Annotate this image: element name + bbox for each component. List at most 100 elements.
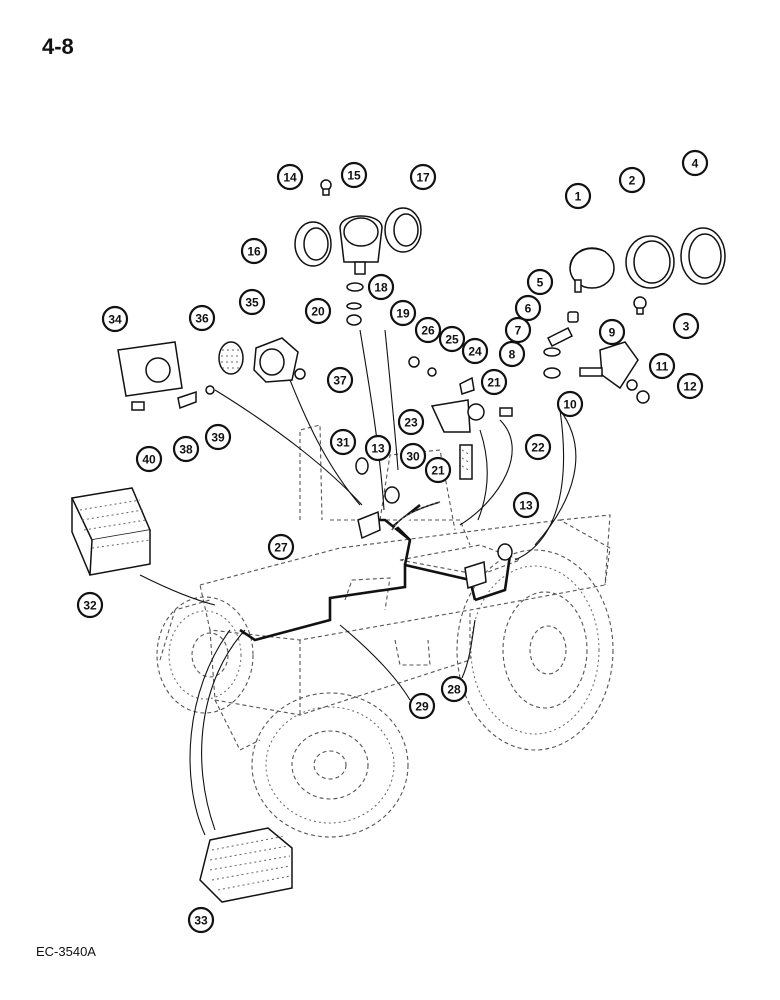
- lamp-bezel: [253, 337, 299, 383]
- callout-c29: 29: [408, 692, 436, 720]
- callout-c23: 23: [397, 408, 425, 436]
- callout-c13a: 13: [364, 434, 392, 462]
- callout-circle: [556, 390, 584, 418]
- callout-circle: [424, 456, 452, 484]
- callout-number: 36: [195, 312, 209, 326]
- callout-number: 30: [406, 450, 420, 464]
- callout-c7: 7: [504, 316, 532, 344]
- callout-circle: [672, 312, 700, 340]
- callout-circle: [135, 445, 163, 473]
- callout-number: 9: [609, 326, 616, 340]
- callout-number: 23: [404, 416, 418, 430]
- callout-number: 16: [247, 245, 261, 259]
- callout-c36: 36: [188, 304, 216, 332]
- callout-c18: 18: [367, 273, 395, 301]
- callout-circle: [409, 163, 437, 191]
- callout-circle: [326, 366, 354, 394]
- callout-number: 24: [468, 345, 482, 359]
- callout-c20: 20: [304, 297, 332, 325]
- callout-c22: 22: [524, 433, 552, 461]
- callout-c28: 28: [440, 675, 468, 703]
- callout-number: 40: [142, 453, 156, 467]
- callout-c39: 39: [204, 423, 232, 451]
- small-fasteners: [131, 368, 306, 411]
- callout-number: 26: [421, 324, 435, 338]
- callout-number: 10: [563, 398, 577, 412]
- callout-circle: [526, 268, 554, 296]
- callout-circle: [648, 352, 676, 380]
- callout-circle: [364, 434, 392, 462]
- worklamp-lens: [294, 221, 332, 267]
- callout-number: 11: [656, 360, 669, 374]
- callout-c27: 27: [267, 533, 295, 561]
- callout-c37: 37: [326, 366, 354, 394]
- callout-circle: [304, 297, 332, 325]
- callout-circle: [480, 368, 508, 396]
- callout-circle: [440, 675, 468, 703]
- callout-number: 14: [283, 171, 297, 185]
- callout-c9: 9: [598, 318, 626, 346]
- callout-circle: [524, 433, 552, 461]
- callout-number: 13: [519, 499, 533, 513]
- worklamp-housing: [339, 215, 383, 275]
- callout-number: 38: [179, 443, 193, 457]
- callout-c38: 38: [172, 435, 200, 463]
- callout-c40: 40: [135, 445, 163, 473]
- callout-number: 15: [347, 169, 361, 183]
- callout-circle: [340, 161, 368, 189]
- callout-circle: [618, 166, 646, 194]
- callout-circle: [598, 318, 626, 346]
- callout-number: 1: [575, 190, 582, 204]
- callout-c13b: 13: [512, 491, 540, 519]
- headlamp-bracket-parts: [543, 311, 650, 404]
- headlamp-shell: [569, 247, 615, 293]
- callout-circle: [438, 325, 466, 353]
- callout-c6: 6: [514, 294, 542, 322]
- bracket-assembly: [408, 356, 513, 480]
- callout-number: 3: [683, 320, 690, 334]
- rear-lamp-housing: [70, 487, 152, 576]
- callout-number: 29: [415, 700, 429, 714]
- callout-c35: 35: [238, 288, 266, 316]
- callout-circle: [101, 305, 129, 333]
- callout-number: 20: [311, 305, 325, 319]
- callout-c4: 4: [681, 149, 709, 177]
- callout-number: 5: [537, 276, 544, 290]
- callout-number: 21: [487, 376, 501, 390]
- callout-circle: [187, 906, 215, 934]
- callout-number: 18: [374, 281, 388, 295]
- callout-c11: 11: [648, 352, 676, 380]
- callout-circle: [512, 491, 540, 519]
- callout-circle: [414, 316, 442, 344]
- callout-number: 32: [83, 599, 97, 613]
- callout-circle: [329, 428, 357, 456]
- callout-circle: [676, 372, 704, 400]
- callout-circle: [267, 533, 295, 561]
- callout-number: 22: [531, 441, 545, 455]
- callout-circle: [681, 149, 709, 177]
- callout-circle: [76, 591, 104, 619]
- callout-c34: 34: [101, 305, 129, 333]
- callout-c32: 32: [76, 591, 104, 619]
- callout-number: 19: [396, 307, 410, 321]
- callout-c26: 26: [414, 316, 442, 344]
- callout-c10: 10: [556, 390, 584, 418]
- side-panel-outline: [559, 514, 611, 586]
- callout-c5: 5: [526, 268, 554, 296]
- callout-circle: [498, 340, 526, 368]
- rear-lamp-lens: [199, 827, 293, 903]
- callout-c15: 15: [340, 161, 368, 189]
- mounting-plate: [117, 341, 183, 397]
- callout-number: 33: [194, 914, 208, 928]
- callout-c12: 12: [676, 372, 704, 400]
- callout-number: 31: [336, 436, 350, 450]
- rear-right-wheel: [456, 549, 614, 751]
- callout-number: 12: [683, 380, 697, 394]
- callout-number: 17: [416, 171, 430, 185]
- callout-circle: [514, 294, 542, 322]
- callout-number: 6: [525, 302, 532, 316]
- callout-c33: 33: [187, 906, 215, 934]
- callout-c21a: 21: [480, 368, 508, 396]
